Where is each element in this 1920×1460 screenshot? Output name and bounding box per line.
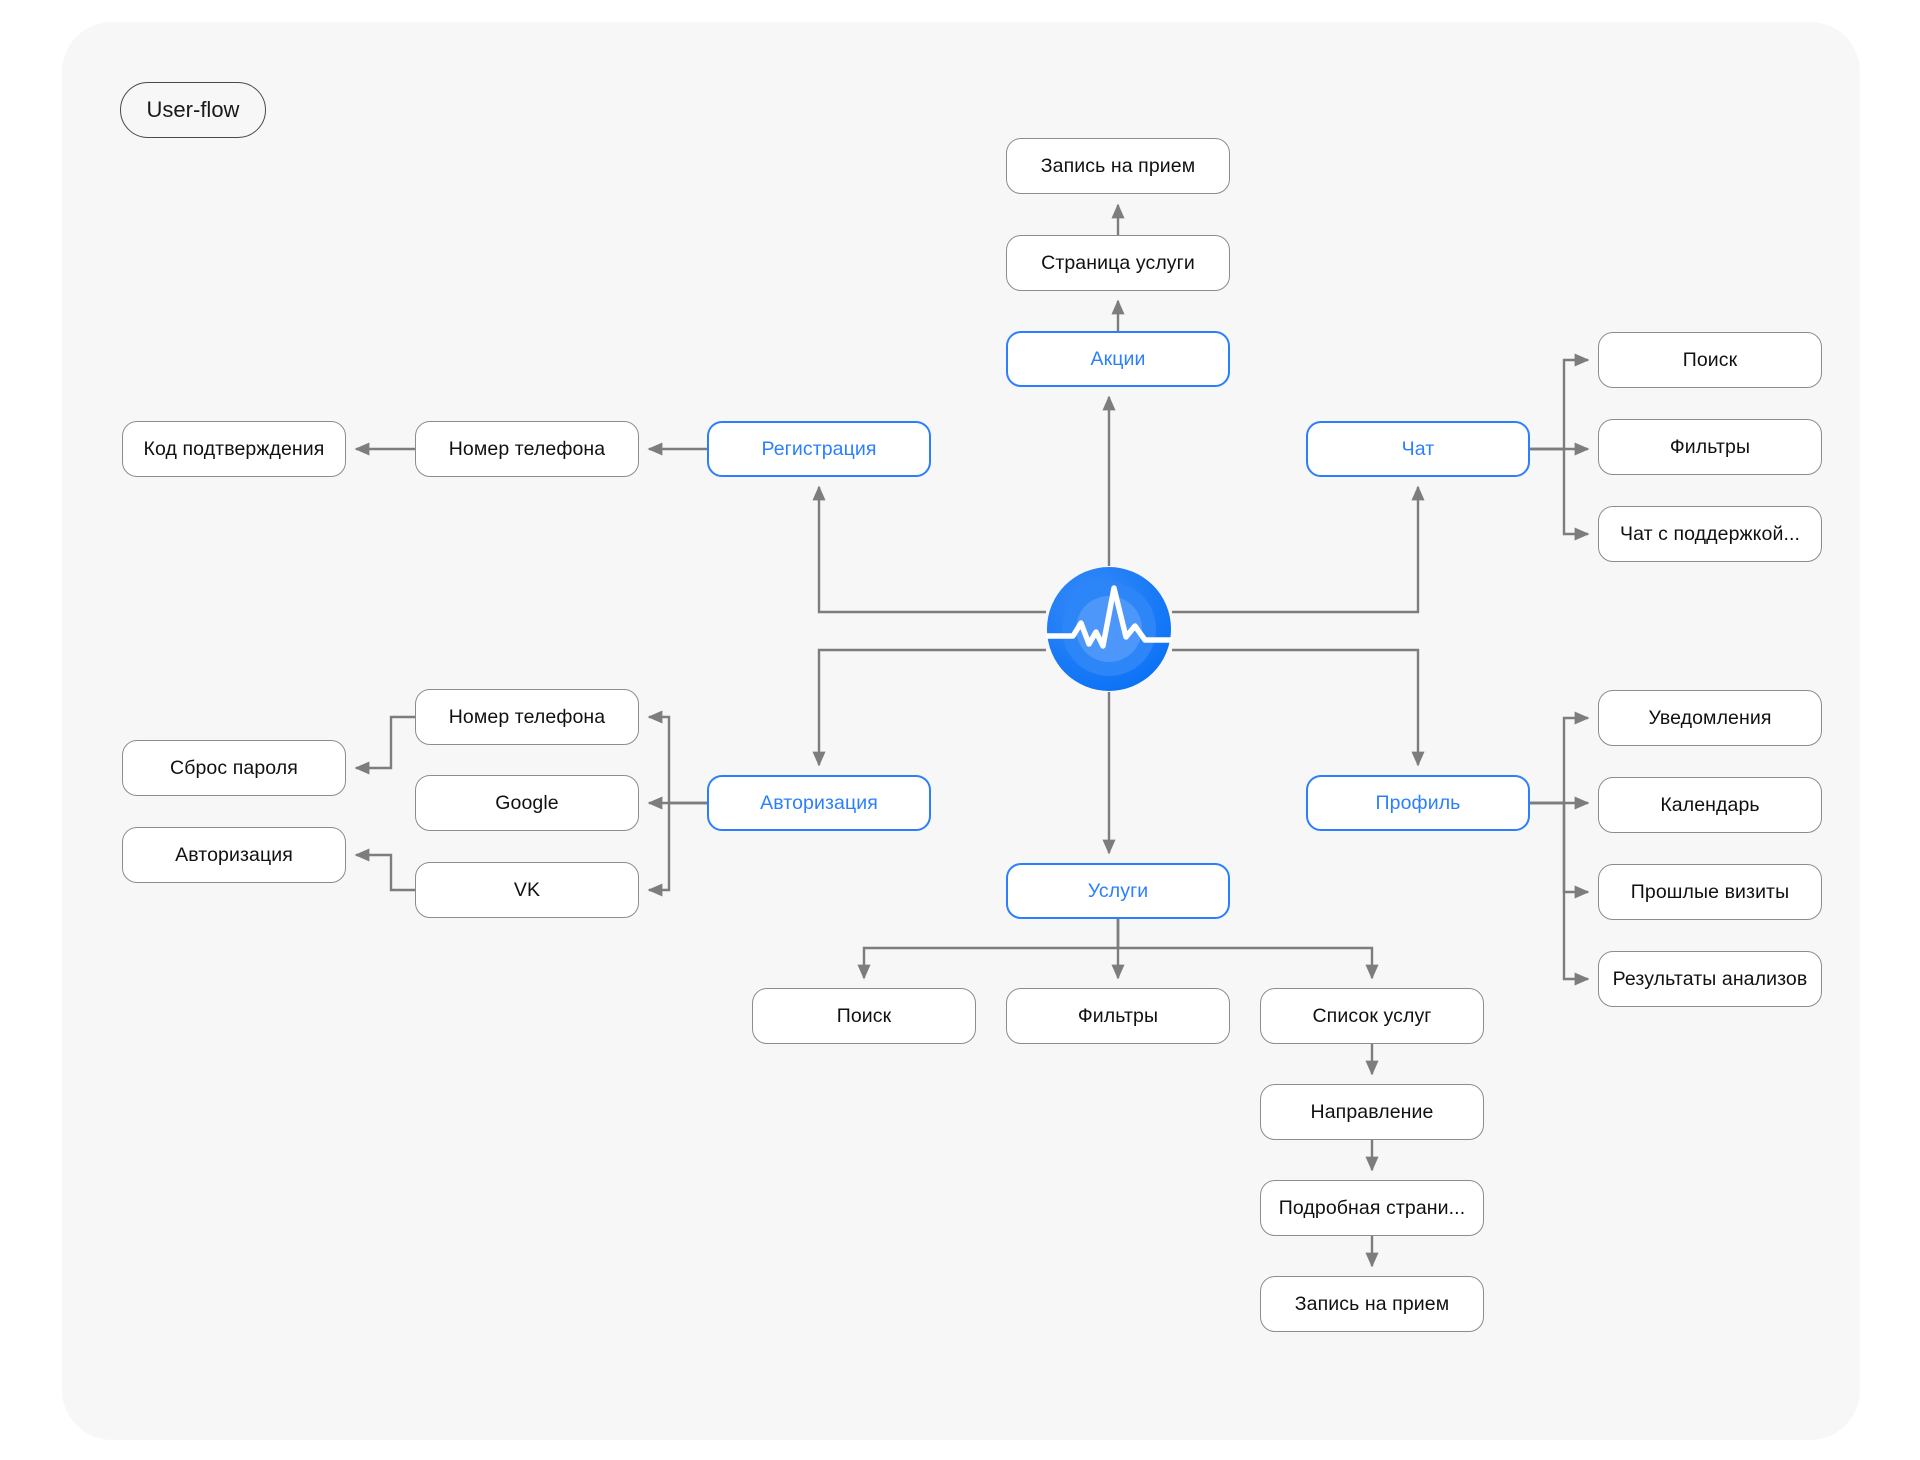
flow-node-sbros-parolya[interactable]: Сброс пароля xyxy=(122,740,346,796)
edge-nomer_tel_auth-to-sbros_parolya xyxy=(354,715,415,775)
flow-node-label: Фильтры xyxy=(1669,435,1751,458)
edge-avtorizaciya-to-vk xyxy=(647,801,707,897)
flow-node-label: Список услуг xyxy=(1312,1004,1432,1027)
flow-node-label: Авторизация xyxy=(175,843,293,866)
flow-node-podrobnaya[interactable]: Подробная страни... xyxy=(1260,1180,1484,1236)
flow-node-uvedomleniya[interactable]: Уведомления xyxy=(1598,690,1822,746)
flow-node-registraciya[interactable]: Регистрация xyxy=(707,421,931,477)
flow-node-label: Услуги xyxy=(1087,879,1149,902)
flow-node-label: Календарь xyxy=(1660,793,1760,816)
flow-node-label: Номер телефона xyxy=(448,437,606,460)
flow-node-kod-podtv[interactable]: Код подтверждения xyxy=(122,421,346,477)
flow-node-label: Направление xyxy=(1310,1100,1434,1123)
edge-uslugi-to-spisok_uslug xyxy=(1116,919,1379,980)
flow-node-nomer-tel-auth[interactable]: Номер телефона xyxy=(415,689,639,745)
flow-node-napravlenie[interactable]: Направление xyxy=(1260,1084,1484,1140)
edge-uslugi-to-uslugi_poisk xyxy=(857,919,1120,980)
edge-hub-to-registraciya xyxy=(812,485,1046,614)
edge-chat-to-chat_poisk xyxy=(1530,353,1590,451)
flow-node-label: Чат с поддержкой... xyxy=(1619,522,1801,545)
flow-node-label: Поиск xyxy=(836,1004,892,1027)
flow-node-label: Регистрация xyxy=(761,437,877,460)
edge-hub-to-avtorizaciya xyxy=(812,648,1046,767)
user-flow-badge: User-flow xyxy=(120,82,266,138)
flow-node-chat-poisk[interactable]: Поиск xyxy=(1598,332,1822,388)
flow-node-label: Сброс пароля xyxy=(170,756,298,779)
flow-node-avtorizaciya-res[interactable]: Авторизация xyxy=(122,827,346,883)
flow-node-vk[interactable]: VK xyxy=(415,862,639,918)
pulse-logo-icon xyxy=(1046,567,1172,691)
flow-node-stranica-uslugi[interactable]: Страница услуги xyxy=(1006,235,1230,291)
flow-node-spisok-uslug[interactable]: Список услуг xyxy=(1260,988,1484,1044)
flow-node-label: Google xyxy=(495,791,559,814)
flow-node-profil[interactable]: Профиль xyxy=(1306,775,1530,831)
flow-node-kalendar[interactable]: Календарь xyxy=(1598,777,1822,833)
edge-profil-to-rezultaty xyxy=(1530,801,1590,986)
flow-node-label: Подробная страни... xyxy=(1278,1196,1466,1219)
flow-node-chat[interactable]: Чат xyxy=(1306,421,1530,477)
flow-node-proshlye-vizity[interactable]: Прошлые визиты xyxy=(1598,864,1822,920)
edge-hub-to-chat xyxy=(1172,485,1425,614)
flow-node-label: Поиск xyxy=(1682,348,1738,371)
flow-node-avtorizaciya[interactable]: Авторизация xyxy=(707,775,931,831)
edge-group xyxy=(354,203,1590,1268)
flow-node-label: Уведомления xyxy=(1648,706,1772,729)
edge-profil-to-proshlye_vizity xyxy=(1530,801,1590,899)
edge-chat-to-chat_support xyxy=(1530,447,1590,541)
flow-node-label: Запись на прием xyxy=(1040,154,1196,177)
flow-node-uslugi[interactable]: Услуги xyxy=(1006,863,1230,919)
flow-node-uslugi-filtry[interactable]: Фильтры xyxy=(1006,988,1230,1044)
flow-node-label: Номер телефона xyxy=(448,705,606,728)
flow-node-label: Результаты анализов xyxy=(1612,967,1808,990)
flow-node-rezultaty[interactable]: Результаты анализов xyxy=(1598,951,1822,1007)
flow-node-label: Акции xyxy=(1090,347,1146,370)
flow-canvas xyxy=(62,22,1860,1440)
flow-node-chat-filtry[interactable]: Фильтры xyxy=(1598,419,1822,475)
flow-node-uslugi-poisk[interactable]: Поиск xyxy=(752,988,976,1044)
flow-node-label: Страница услуги xyxy=(1041,251,1195,274)
flow-node-label: Авторизация xyxy=(760,791,878,814)
user-flow-badge-label: User-flow xyxy=(146,97,240,122)
flow-node-label: Чат xyxy=(1401,437,1435,460)
flow-node-nomer-tel-reg[interactable]: Номер телефона xyxy=(415,421,639,477)
flow-node-label: Профиль xyxy=(1375,791,1461,814)
flow-node-zapis-top[interactable]: Запись на прием xyxy=(1006,138,1230,194)
flow-node-zapis-bottom[interactable]: Запись на прием xyxy=(1260,1276,1484,1332)
flow-node-akcii[interactable]: Акции xyxy=(1006,331,1230,387)
flow-node-label: Прошлые визиты xyxy=(1630,880,1790,903)
flow-node-label: Запись на прием xyxy=(1294,1292,1450,1315)
flow-node-label: Код подтверждения xyxy=(143,437,325,460)
edge-vk-to-avtorizaciya_res xyxy=(354,848,415,892)
edge-hub-to-profil xyxy=(1172,648,1425,767)
flow-node-chat-support[interactable]: Чат с поддержкой... xyxy=(1598,506,1822,562)
edge-avtorizaciya-to-nomer_tel_auth xyxy=(647,710,707,805)
flow-node-label: VK xyxy=(513,878,541,901)
edge-profil-to-uvedomleniya xyxy=(1530,711,1590,805)
flow-node-label: Фильтры xyxy=(1077,1004,1159,1027)
flow-node-google[interactable]: Google xyxy=(415,775,639,831)
